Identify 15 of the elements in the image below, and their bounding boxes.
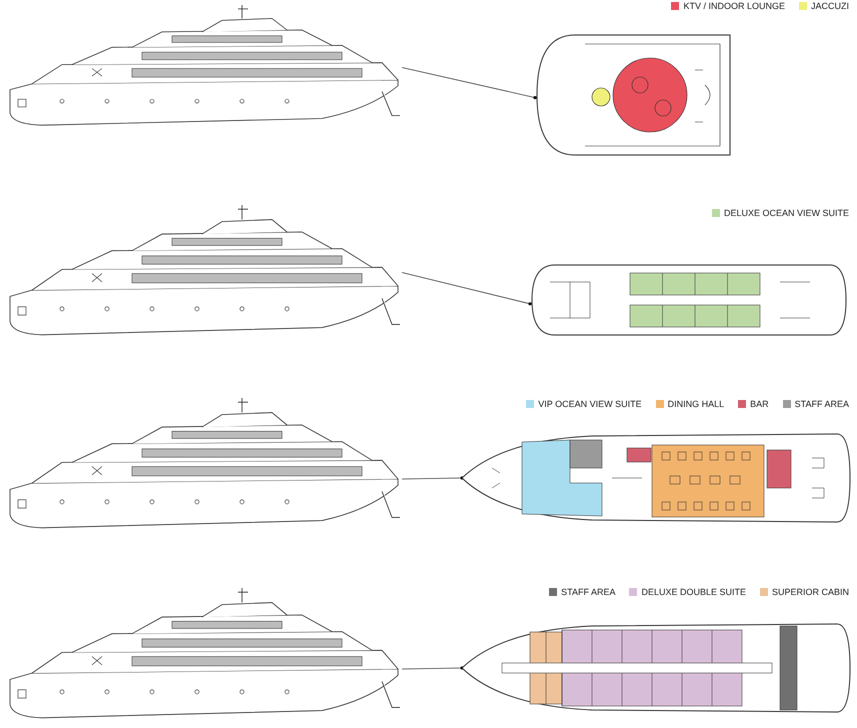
legend-label: KTV / INDOOR LOUNGE bbox=[683, 1, 785, 11]
leader-line bbox=[402, 272, 532, 306]
deck-plan-drawing bbox=[530, 262, 848, 338]
legend-label: VIP OCEAN VIEW SUITE bbox=[538, 399, 642, 409]
legend-label: STAFF AREA bbox=[794, 399, 849, 409]
leader-line bbox=[402, 666, 464, 670]
legend-label: DELUXE OCEAN VIEW SUITE bbox=[724, 208, 849, 218]
leader-line bbox=[402, 476, 464, 480]
leader-line bbox=[402, 67, 537, 100]
legend-label: STAFF AREA bbox=[561, 587, 616, 597]
legend-label: BAR bbox=[750, 399, 769, 409]
legend-label: JACCUZI bbox=[811, 1, 849, 11]
legend-label: DINING HALL bbox=[668, 399, 724, 409]
legend-label: DELUXE DOUBLE SUITE bbox=[641, 587, 746, 597]
legend-label: SUPERIOR CABIN bbox=[772, 587, 849, 597]
